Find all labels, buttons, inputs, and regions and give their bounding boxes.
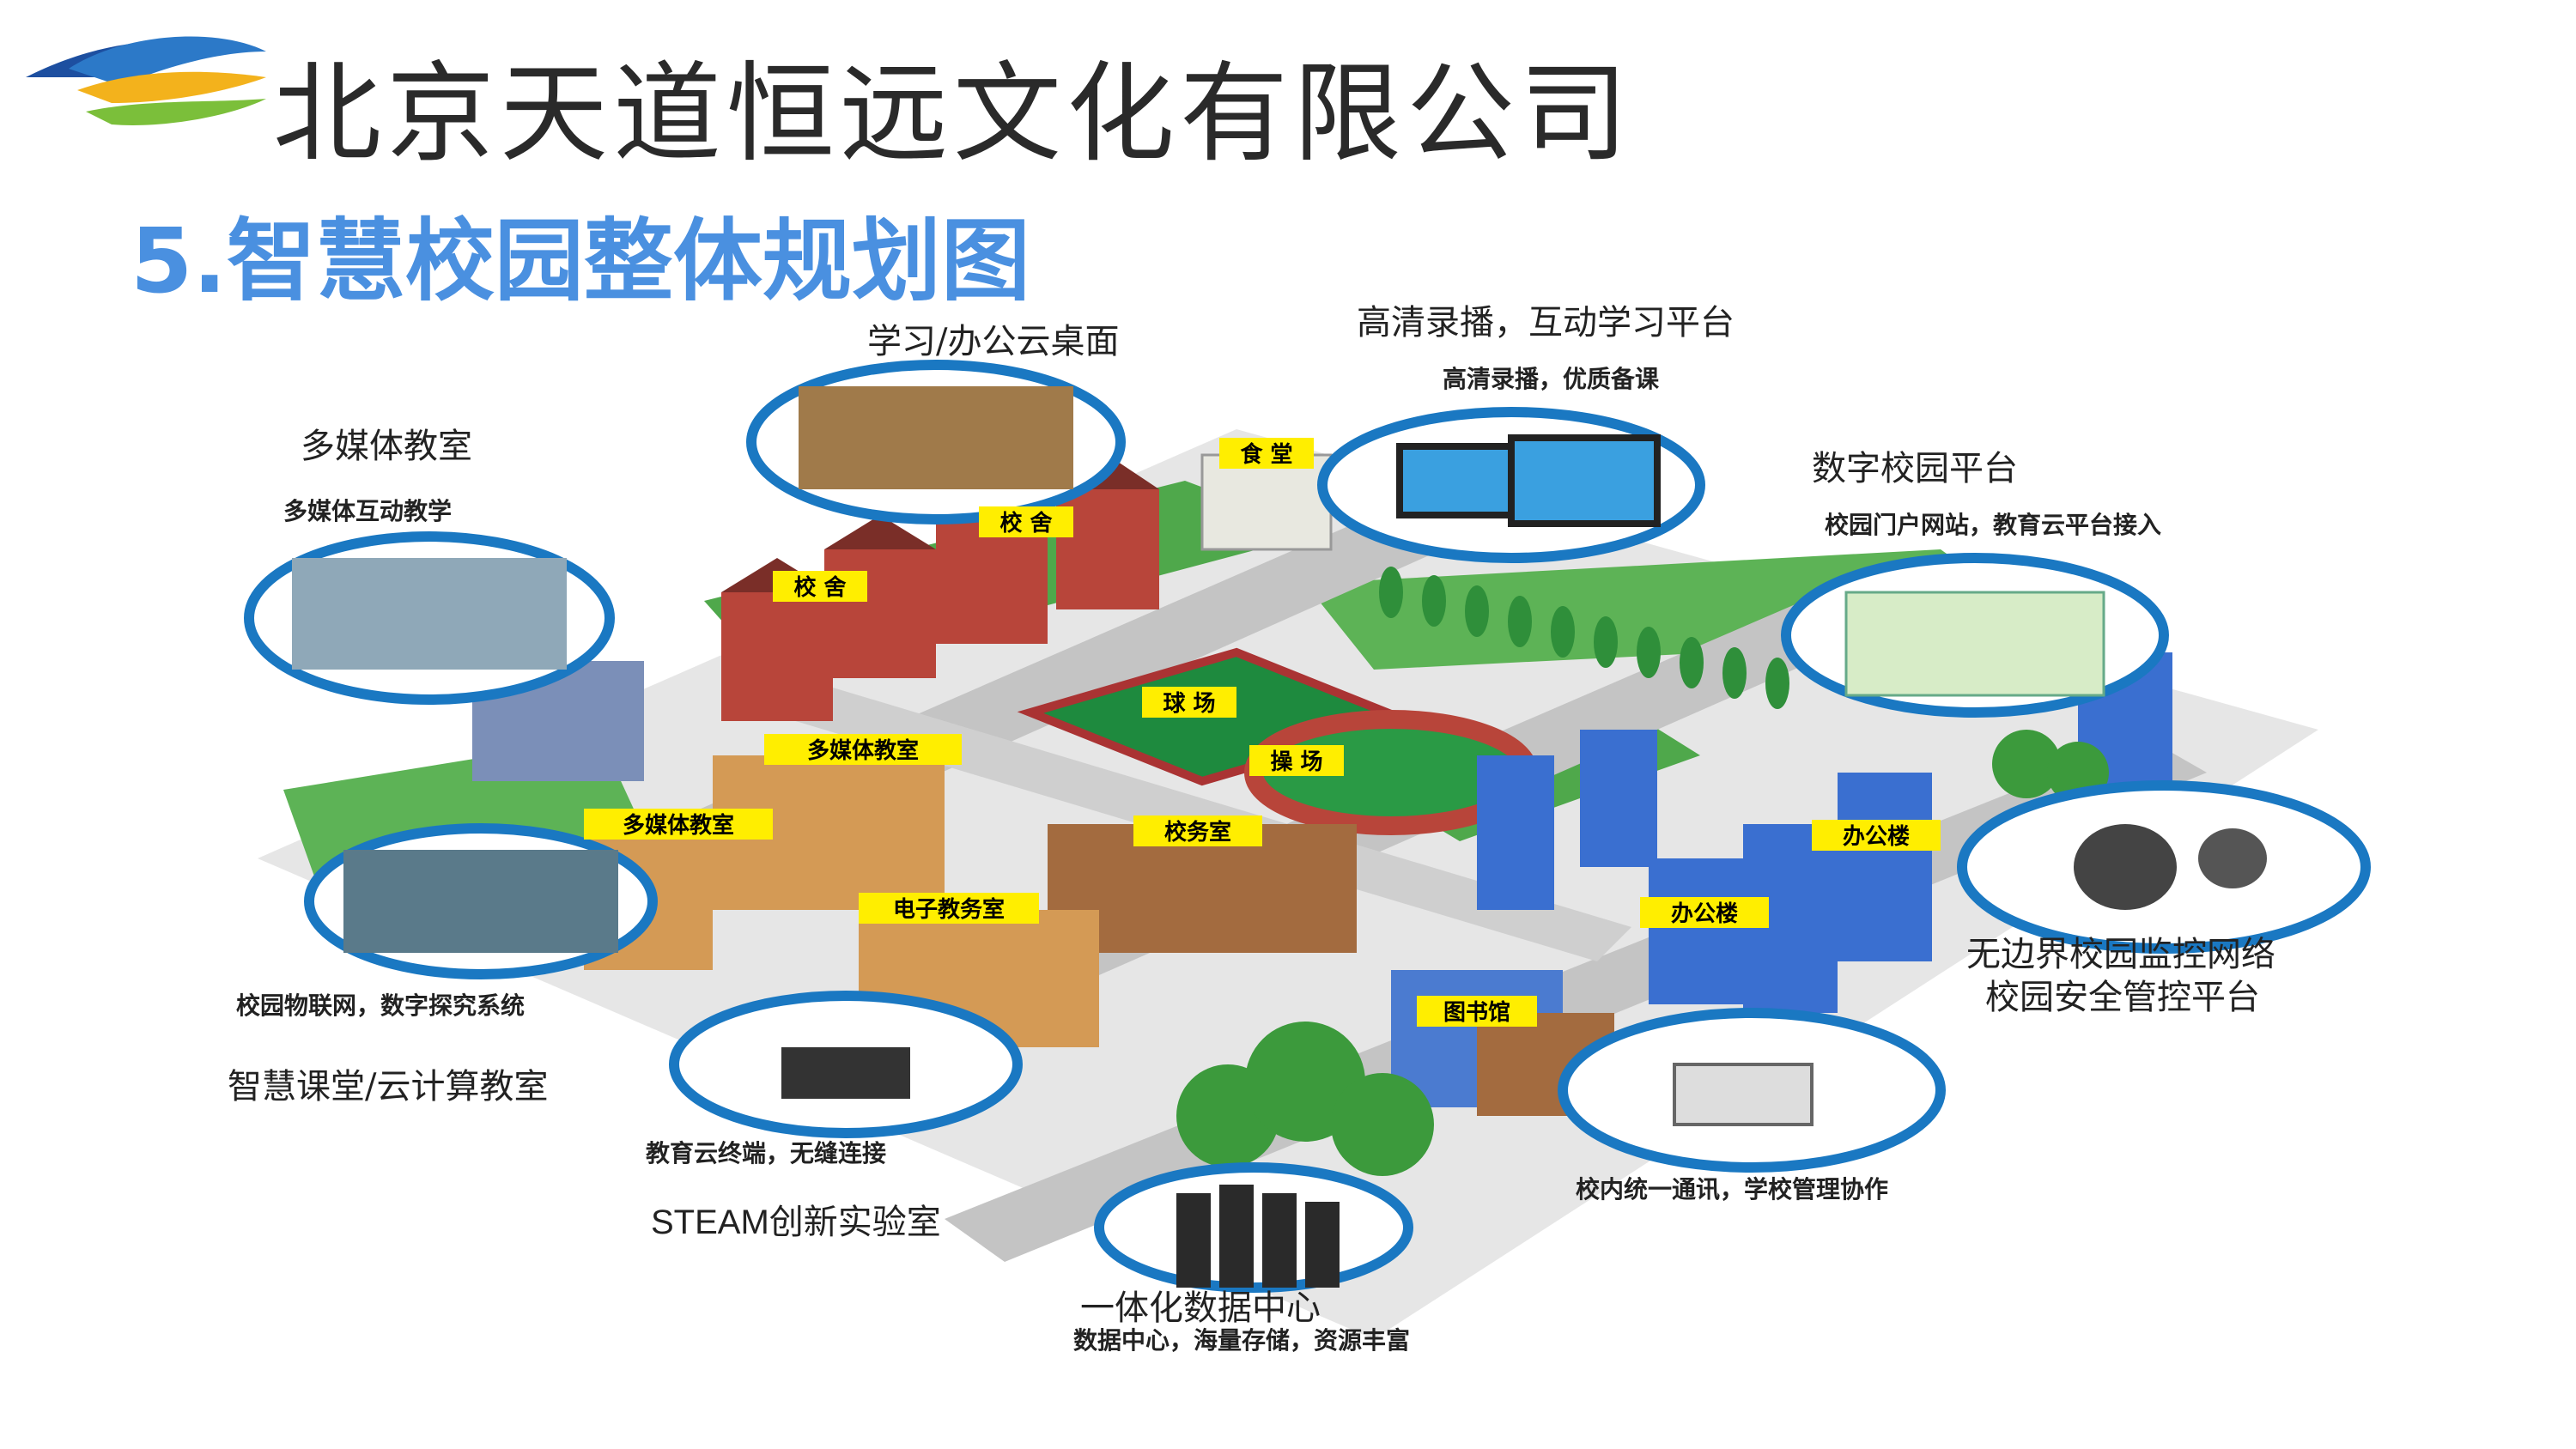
office-label: 办公楼 (1671, 901, 1738, 927)
company-name: 北京天道恒远文化有限公司 (273, 51, 1633, 177)
data-center-title: 一体化数据中心 (1080, 1288, 1321, 1328)
monitoring-title-line1: 无边界校园监控网络 (1966, 935, 2275, 974)
court-label: 球 场 (1163, 691, 1215, 717)
digital-campus-title: 数字校园平台 (1812, 449, 2018, 488)
cloud-desktop-photo (799, 386, 1073, 489)
camera-dome (2074, 824, 2177, 910)
steam-lab-title: STEAM创新实验室 (651, 1203, 941, 1241)
portal-screenshot (1844, 591, 2105, 697)
monitoring-title-line2: 校园安全管控平台 (1985, 978, 2260, 1017)
building-label-canteen: 食 堂 (1219, 438, 1314, 469)
digital-campus-subtitle: 校园门户网站，教育云平台接入 (1825, 511, 2162, 539)
slide-title: 5.智慧校园整体规划图 (131, 209, 1030, 313)
hd-recording-title: 高清录播，互动学习平台 (1357, 303, 1735, 343)
cloud-terminal-device (781, 1047, 910, 1099)
canteen-building (1200, 453, 1333, 551)
computer-lab-photo (343, 850, 618, 953)
cloud-terminal-subtitle: 教育云终端，无缝连接 (646, 1139, 887, 1167)
playground-label: 操 场 (1270, 749, 1322, 775)
company-logo (26, 36, 266, 125)
multimedia-label: 多媒体教室 (807, 737, 919, 764)
monitor-screen (1396, 443, 1515, 518)
cloud-desktop-title: 学习/办公云桌面 (867, 322, 1120, 361)
video-phone (1673, 1063, 1814, 1126)
multimedia-title: 多媒体教室 (301, 427, 472, 466)
iot-subtitle: 校园物联网，数字探究系统 (236, 991, 526, 1020)
library-label: 图书馆 (1443, 999, 1510, 1026)
server-racks (1176, 1185, 1340, 1288)
classroom-photo (292, 558, 567, 670)
monitor-screen (1508, 434, 1661, 527)
canteen-label: 食 堂 (1240, 441, 1292, 468)
e-classroom-label: 电子教务室 (893, 896, 1005, 923)
camera-dome (2198, 828, 2267, 888)
iot-title: 智慧课堂/云计算教室 (228, 1067, 549, 1106)
tree-row (1379, 567, 1789, 709)
dorm-label: 校 舍 (999, 510, 1052, 537)
hd-recording-subtitle: 高清录播，优质备课 (1443, 365, 1660, 393)
dorm-label: 校 舍 (793, 574, 846, 601)
school-office-label: 校务室 (1164, 819, 1231, 846)
multimedia-subtitle: 多媒体互动教学 (283, 497, 453, 525)
multimedia-label: 多媒体教室 (623, 812, 734, 839)
data-center-subtitle: 数据中心，海量存储，资源丰富 (1073, 1326, 1411, 1355)
communication-subtitle: 校内统一通讯，学校管理协作 (1576, 1175, 1889, 1203)
office-label: 办公楼 (1843, 824, 1910, 850)
